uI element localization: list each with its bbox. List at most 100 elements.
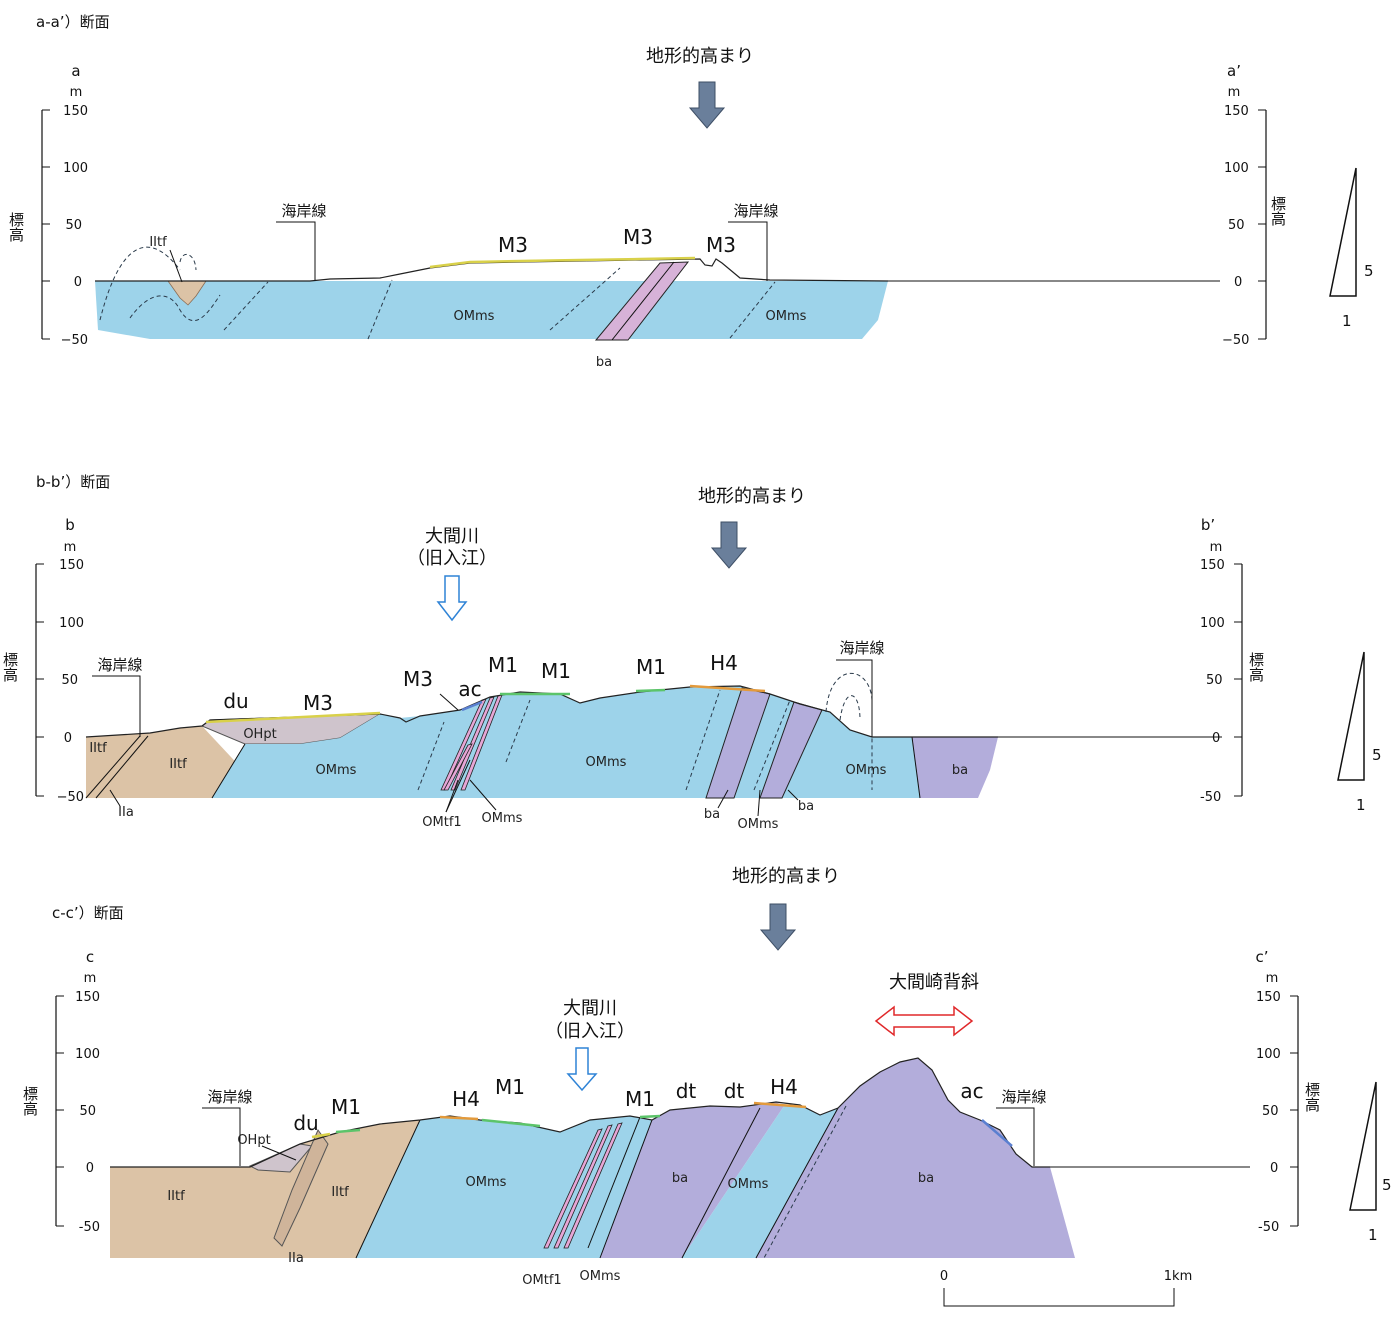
section-a-terrace-yellow bbox=[429, 256, 696, 269]
unit-label: OMms bbox=[454, 309, 495, 324]
tick-label: 0 bbox=[1234, 275, 1242, 290]
section-b-ac-blue bbox=[461, 700, 483, 712]
section-a-dash-7 bbox=[729, 281, 776, 339]
section-a-coast-left-leader bbox=[276, 221, 316, 281]
surface-label: H4 bbox=[770, 1075, 798, 1099]
section-b-river-note: （旧入江） bbox=[407, 548, 497, 569]
dash bbox=[763, 1105, 847, 1259]
section-a-down-arrow bbox=[688, 81, 726, 129]
section-b-right-unit: m bbox=[1210, 540, 1223, 555]
section-c-ba-anticline bbox=[756, 1058, 1075, 1258]
ve-label: 5 bbox=[1382, 1176, 1392, 1194]
tick-label: -50 bbox=[1258, 1220, 1279, 1235]
unit-label: IIa bbox=[288, 1251, 304, 1266]
leader bbox=[717, 789, 729, 809]
surface-label: dt bbox=[676, 1079, 697, 1103]
surface-label: M3 bbox=[498, 233, 528, 257]
surface-label: M3 bbox=[623, 225, 653, 249]
unit-label: ba bbox=[672, 1171, 688, 1186]
tick-label: 100 bbox=[1200, 616, 1225, 631]
unit-label: IItf bbox=[149, 235, 167, 250]
tick-label: 50 bbox=[1228, 218, 1245, 233]
tick-label: 150 bbox=[75, 990, 100, 1005]
contact bbox=[911, 736, 921, 799]
section-a-dike-line bbox=[611, 261, 675, 341]
he-label: 1 bbox=[1356, 796, 1366, 814]
unit-label: ba bbox=[918, 1171, 934, 1186]
tick-label: 50 bbox=[65, 218, 82, 233]
unit-label: OMtf1 bbox=[522, 1273, 561, 1288]
section-b-coast-right-label: 海岸線 bbox=[839, 639, 884, 657]
section-a-ba-dike bbox=[594, 261, 690, 341]
contact bbox=[95, 735, 149, 799]
section-b-fold-dash-2 bbox=[839, 695, 861, 721]
tick-label: 150 bbox=[63, 104, 88, 119]
surface-label: M3 bbox=[403, 667, 433, 691]
section-a-title: a-a’）断面 bbox=[36, 13, 110, 31]
unit-label: OMms bbox=[580, 1269, 621, 1284]
unit-label: ba bbox=[798, 799, 814, 814]
ve-label: 5 bbox=[1364, 262, 1374, 280]
section-a-ve-triangle bbox=[1329, 167, 1357, 297]
surface-label: du bbox=[223, 689, 248, 713]
section-a: a-a’）断面 a m 150 100 50 0 −50 bbox=[7, 13, 1374, 370]
contact bbox=[755, 1107, 839, 1259]
surface-label: M1 bbox=[541, 659, 571, 683]
section-c-coast-right-leader bbox=[996, 1107, 1035, 1166]
tick-label: 100 bbox=[1256, 1047, 1281, 1062]
surface-label: M1 bbox=[495, 1075, 525, 1099]
section-a-fold-dash-2 bbox=[129, 294, 221, 322]
surface-label: M1 bbox=[331, 1095, 361, 1119]
tick-label: 50 bbox=[1262, 1104, 1279, 1119]
he-label: 1 bbox=[1342, 312, 1352, 330]
section-a-fold-dash-1 bbox=[99, 246, 181, 321]
tick-label: −50 bbox=[57, 790, 84, 805]
section-c-geology bbox=[110, 1057, 1250, 1259]
surface-label: du bbox=[293, 1111, 318, 1135]
section-b-river-arrow bbox=[436, 575, 468, 622]
tick-label: 0 bbox=[64, 731, 72, 746]
section-c-coast-right-label: 海岸線 bbox=[1001, 1088, 1046, 1106]
leader bbox=[469, 779, 497, 811]
section-b-terrace-orange bbox=[689, 684, 766, 693]
he-label: 1 bbox=[1368, 1226, 1378, 1244]
section-c-coast-left-leader bbox=[202, 1107, 241, 1166]
tick-label: 150 bbox=[1200, 558, 1225, 573]
section-b-coast-left-label: 海岸線 bbox=[97, 656, 142, 674]
section-c-iitf-left bbox=[110, 1120, 420, 1258]
surface-label: M1 bbox=[636, 655, 666, 679]
section-a-dash-5 bbox=[367, 279, 393, 340]
surface-label: dt bbox=[724, 1079, 745, 1103]
tick-label: 100 bbox=[59, 616, 84, 631]
unit-label: OMms bbox=[846, 763, 887, 778]
section-b-left-unit: m bbox=[64, 540, 77, 555]
surface-label: M1 bbox=[488, 653, 518, 677]
section-a-right-end: a’ bbox=[1227, 62, 1241, 80]
section-c-anticline-label: 大間崎背斜 bbox=[889, 972, 979, 993]
dash bbox=[753, 699, 791, 791]
tick-label: 0 bbox=[86, 1161, 94, 1176]
section-a-left-ylabel: 標高 bbox=[7, 212, 25, 242]
contact bbox=[587, 1116, 641, 1249]
section-c-title: c-c’）断面 bbox=[52, 904, 124, 922]
section-b-iitf-body bbox=[86, 726, 245, 798]
section-c-left-ylabel: 標高 bbox=[21, 1086, 39, 1116]
leader bbox=[757, 789, 761, 817]
ve-label: 5 bbox=[1372, 746, 1382, 764]
section-c-high-label: 地形的高まり bbox=[732, 866, 840, 887]
section-c-right-ylabel: 標高 bbox=[1303, 1082, 1321, 1112]
section-b-left-end: b bbox=[65, 516, 75, 534]
scale-bar: 0 1km bbox=[940, 1269, 1192, 1307]
surface-label: H4 bbox=[710, 651, 738, 675]
contact bbox=[681, 1107, 761, 1259]
tick-label: −50 bbox=[1222, 333, 1249, 348]
tick-label: 50 bbox=[1206, 673, 1223, 688]
tick-label: 100 bbox=[1224, 161, 1249, 176]
section-c-down-arrow bbox=[759, 903, 797, 951]
section-c-ac-blue bbox=[981, 1119, 1013, 1147]
section-a-dash-4 bbox=[223, 281, 269, 331]
section-a-dash-6 bbox=[549, 267, 621, 331]
tick-label: 100 bbox=[75, 1047, 100, 1062]
unit-label: OHpt bbox=[243, 727, 276, 742]
